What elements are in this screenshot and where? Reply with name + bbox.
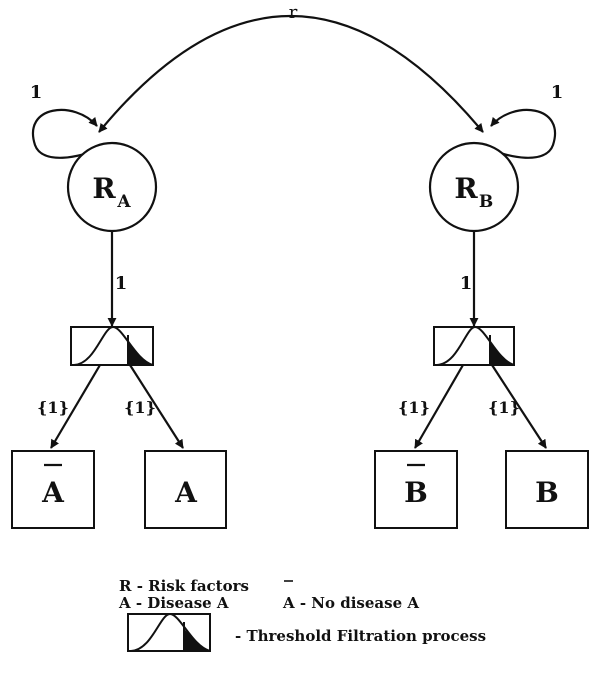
branch-label-a-right: {1} — [124, 398, 156, 417]
branch-label-a-left: {1} — [37, 398, 69, 417]
legend-disease-a: A - Disease A — [118, 594, 229, 612]
outcome-label-no-disease-a: A — [41, 476, 65, 509]
branch-b-left — [414, 364, 464, 449]
path-label-b: 1 — [460, 273, 473, 294]
self-loop-ra — [31, 108, 101, 159]
outcome-box-disease-a: A — [144, 450, 227, 529]
threshold-box-b — [433, 326, 515, 366]
correlation-label: r — [289, 2, 298, 23]
branch-b-right — [491, 364, 547, 449]
outcome-box-no-disease-b: B — [374, 450, 458, 529]
threshold-box-a — [70, 326, 154, 366]
correlation-arrow — [98, 14, 484, 133]
legend-risk-factors: R - Risk factors — [119, 577, 249, 595]
branch-label-b-right: {1} — [488, 398, 520, 417]
outcome-box-no-disease-a: A — [11, 450, 95, 529]
outcome-label-disease-b: B — [535, 476, 559, 509]
node-ra-label: R — [92, 172, 116, 205]
path-label-a: 1 — [115, 273, 128, 294]
branch-a-left — [50, 364, 101, 449]
outcome-box-disease-b: B — [505, 450, 589, 529]
legend-no-disease-a: A - No disease A — [282, 594, 419, 612]
legend-threshold-icon — [127, 613, 211, 652]
self-loop-rb — [487, 108, 557, 159]
outcome-label-no-disease-b: B — [404, 476, 428, 509]
legend-threshold-text: - Threshold Filtration process — [235, 627, 486, 645]
self-loop-label-rb: 1 — [551, 82, 564, 103]
branch-label-b-left: {1} — [398, 398, 430, 417]
outcome-label-disease-a: A — [174, 476, 198, 509]
node-rb-label: R — [454, 172, 478, 205]
node-ra-subscript: A — [116, 192, 131, 212]
legend: R - Risk factors A - Disease A A - No di… — [118, 577, 486, 652]
self-loop-label-ra: 1 — [30, 82, 43, 103]
node-rb-subscript: B — [479, 192, 493, 212]
branch-a-right — [129, 364, 184, 449]
